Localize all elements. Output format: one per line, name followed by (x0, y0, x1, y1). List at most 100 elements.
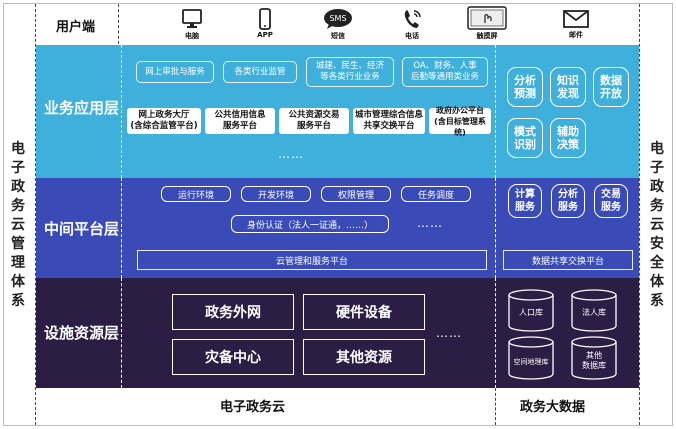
service-analysis: 分析 服务 (551, 184, 585, 218)
database-icon-other (571, 336, 617, 380)
touchscreen-label: 触摸屏 (476, 32, 498, 40)
business-platform-5: 政府办公平台 (含目标管理系统) (429, 106, 491, 137)
left-side-label-char-3: 政 (11, 178, 25, 195)
sms-bubble-icon: SMS (324, 9, 352, 29)
analytics-decision: 辅助 决策 (550, 118, 586, 158)
bottom-label-big-data: 政务大数据 (520, 400, 586, 415)
service-transaction: 交易 服务 (594, 184, 628, 218)
left-dashed-divider (35, 4, 36, 425)
middle-auth: 身份认证（法人一证通，……） (231, 215, 389, 233)
infra-gov-network: 政务外网 (172, 294, 294, 330)
telephone-label: 电话 (405, 32, 419, 40)
middle-left-divider (121, 178, 122, 278)
database-icon-population (508, 289, 554, 332)
user-layer-label: 用户端 (56, 20, 96, 35)
infra-layer-label: 设施资源层 (44, 324, 120, 342)
database-cylinders (508, 289, 617, 380)
touchscreen-device: 触摸屏 (464, 6, 510, 41)
telephone-icon (404, 10, 421, 28)
email-device: 邮件 (558, 9, 594, 40)
infra-left-divider (121, 278, 122, 388)
right-side-label: 电子政务云安全体系 (645, 55, 669, 395)
infra-other-resources: 其他资源 (303, 339, 425, 375)
sms-icon-text: SMS (329, 14, 346, 23)
middle-pill-devenv: 开发环境 (241, 186, 311, 202)
computer-label: 电脑 (185, 32, 199, 40)
right-side-label-char-9: 系 (650, 292, 664, 309)
left-side-label-char-9: 系 (11, 292, 25, 309)
data-exchange-bar: 数据共享交换平台 (503, 250, 633, 270)
computer-device: 电脑 (174, 8, 210, 41)
right-dashed-divider (639, 4, 640, 425)
business-ellipsis: …… (278, 147, 304, 161)
db-other-label: 其他 数据库 (582, 351, 606, 370)
business-top-chip-3: 城建、民生、经济 等各类行业业务 (306, 57, 394, 87)
user-layer: 用户端 电脑 APP SMS 短信 电话 (36, 4, 639, 44)
right-side-label-char-3: 政 (650, 178, 664, 195)
right-side-label-char-8: 体 (650, 273, 664, 290)
db-legal-entity-label: 法人库 (582, 308, 606, 317)
middle-layer-label: 中间平台层 (44, 220, 120, 238)
bottom-label-gov-cloud: 电子政务云 (220, 400, 286, 415)
infra-right-divider (495, 278, 496, 388)
business-top-chip-4: OA、财务、人事 后勤等通用类业务 (402, 57, 488, 87)
app-label: APP (257, 31, 273, 39)
business-left-divider (121, 45, 122, 178)
business-layer-label: 业务应用层 (44, 99, 120, 117)
touchscreen-icon (467, 6, 507, 30)
db-population-label: 人口库 (519, 308, 543, 317)
db-geospatial-label: 空间地理库 (513, 358, 549, 366)
mobile-phone-icon (259, 8, 271, 30)
infra-disaster-recovery: 灾备中心 (172, 339, 294, 375)
infra-ellipsis: …… (436, 326, 462, 340)
bottom-divider (495, 388, 496, 425)
left-side-label-char-5: 云 (11, 216, 25, 233)
middle-ellipsis: …… (417, 216, 443, 230)
database-icon-legal-entity (571, 289, 617, 332)
left-side-label-char-2: 子 (11, 159, 25, 176)
middle-pill-permission: 权限管理 (321, 186, 391, 202)
analytics-open-data: 数据 开放 (593, 67, 629, 107)
middle-right-divider (495, 178, 496, 278)
right-side-label-char-6: 安 (650, 235, 664, 252)
analytics-pattern: 模式 识别 (507, 118, 543, 158)
left-side-label-char-4: 务 (11, 197, 25, 214)
cloud-management-bar: 云管理和服务平台 (137, 250, 487, 270)
envelope-icon (563, 10, 589, 28)
right-side-label-char-2: 子 (650, 159, 664, 176)
analytics-discovery: 知识 发现 (550, 67, 586, 107)
analytics-forecast: 分析 预测 (507, 67, 543, 107)
middle-pill-runtime: 运行环境 (161, 186, 231, 202)
infra-hardware: 硬件设备 (303, 294, 425, 330)
business-platform-4: 城市管理综合信息 共享交换平台 (353, 108, 425, 134)
bottom-strip (36, 388, 639, 425)
right-side-label-char-4: 务 (650, 197, 664, 214)
right-side-label-char-5: 云 (650, 216, 664, 233)
email-label: 邮件 (569, 31, 583, 39)
service-computing: 计算 服务 (508, 184, 542, 218)
database-icon-geospatial (508, 336, 554, 380)
user-layer-divider (118, 4, 119, 44)
left-side-label-char-7: 理 (11, 254, 25, 271)
right-side-label-char-1: 电 (650, 140, 664, 157)
business-top-chip-2: 各类行业监管 (223, 61, 297, 83)
diagram-frame (3, 3, 673, 426)
app-device: APP (247, 8, 283, 39)
business-right-divider (495, 45, 496, 178)
sms-device: SMS 短信 (320, 8, 356, 41)
left-side-label-char-8: 体 (11, 273, 25, 290)
telephone-device: 电话 (394, 8, 430, 41)
computer-icon (182, 9, 202, 28)
business-top-chip-1: 网上审批与服务 (136, 61, 214, 83)
business-platform-3: 公共资源交易 服务平台 (279, 108, 349, 134)
business-platform-1: 网上政务大厅 (含综合监管平台) (127, 108, 201, 134)
middle-pill-scheduling: 任务调度 (401, 186, 471, 202)
business-layer: 业务应用层 网上审批与服务 各类行业监管 城建、民生、经济 等各类行业业务 OA… (36, 45, 639, 178)
infra-layer: 设施资源层 政务外网 硬件设备 灾备中心 其他资源 …… 人口库 法人库 空间地… (36, 278, 639, 388)
middle-layer: 中间平台层 运行环境 开发环境 权限管理 任务调度 身份认证（法人一证通，……）… (36, 178, 639, 278)
business-platform-2: 公共信用信息 服务平台 (205, 108, 275, 134)
left-side-label-char-6: 管 (11, 235, 25, 252)
right-side-label-char-7: 全 (650, 254, 664, 271)
sms-label: 短信 (331, 32, 345, 40)
left-side-label: 电子政务云管理体系 (6, 55, 30, 395)
